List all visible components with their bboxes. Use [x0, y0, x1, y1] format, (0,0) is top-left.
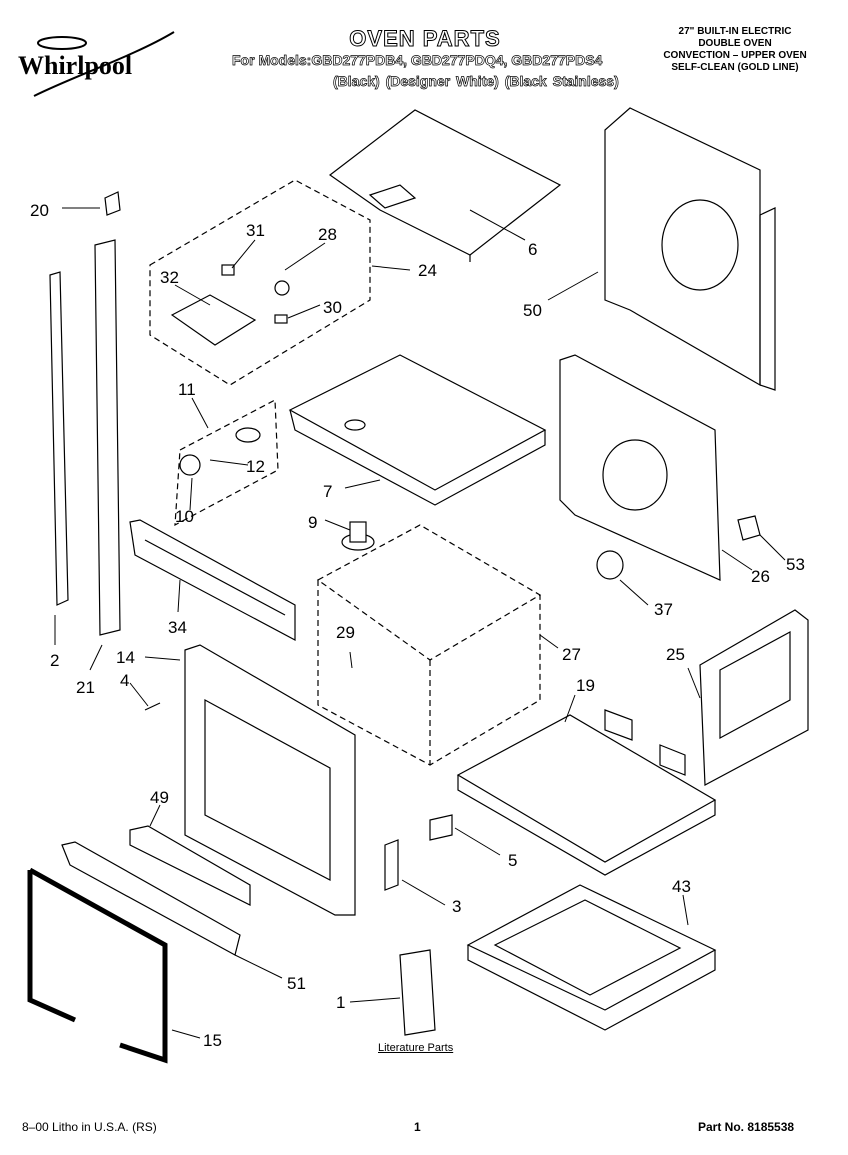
callout-9: 9	[308, 513, 317, 532]
callout-30: 30	[323, 298, 342, 317]
callout-19: 19	[576, 676, 595, 695]
model-list: For Models:GBD277PDB4, GBD277PDQ4, GBD27…	[232, 52, 603, 69]
part-6-top-panel[interactable]	[328, 109, 562, 262]
page-number: 1	[414, 1120, 421, 1134]
callout-25: 25	[666, 645, 685, 664]
page-title: OVEN PARTS	[349, 26, 501, 52]
part-34-vent-strip[interactable]	[129, 519, 296, 641]
callout-53: 53	[786, 555, 805, 574]
callout-49: 49	[150, 788, 169, 807]
leader-lines	[54, 207, 786, 1039]
callout-31: 31	[246, 221, 265, 240]
part-number: Part No. 8185538	[698, 1120, 795, 1134]
part-11-switch-group[interactable]	[174, 399, 279, 527]
part-20-button[interactable]	[104, 191, 121, 216]
callout-labels: 20 31 28 24 6 50 32 30 11 12 7 10 9 53 2…	[30, 201, 805, 1050]
part-51-trim-strip[interactable]	[61, 841, 241, 956]
part-25-side-panel[interactable]	[699, 609, 809, 786]
callout-32: 32	[160, 268, 179, 287]
callout-20: 20	[30, 201, 49, 220]
part-5-bracket[interactable]	[429, 814, 453, 841]
part-49-bracket[interactable]	[129, 825, 251, 906]
callout-43: 43	[672, 877, 691, 896]
part-14-front-frame[interactable]	[184, 644, 356, 916]
callout-29: 29	[336, 623, 355, 642]
logo-wordmark: Whirlpool	[18, 51, 132, 80]
part-21-side-trim[interactable]	[94, 239, 121, 636]
callout-11: 11	[178, 380, 196, 399]
part-4-screw[interactable]	[144, 702, 161, 711]
part-3-bracket[interactable]	[384, 839, 399, 891]
desc-line: DOUBLE OVEN	[698, 38, 772, 49]
callout-34: 34	[168, 618, 187, 637]
part-1-literature[interactable]	[399, 949, 436, 1036]
callout-3: 3	[452, 897, 461, 916]
callout-2: 2	[50, 651, 59, 670]
callout-4: 4	[120, 671, 129, 690]
part-15-gasket[interactable]	[27, 867, 168, 1064]
model-variants: (Black) (Designer White) (Black Stainles…	[333, 73, 619, 90]
callout-12: 12	[246, 457, 265, 476]
part-19-bottom-panel[interactable]	[456, 709, 717, 876]
callout-24: 24	[418, 261, 437, 280]
part-9-fan-motor[interactable]	[341, 521, 375, 551]
part-53-bracket[interactable]	[737, 515, 761, 541]
callout-28: 28	[318, 225, 337, 244]
callout-37: 37	[654, 600, 673, 619]
callout-15: 15	[203, 1031, 222, 1050]
part-50-rear-wall[interactable]	[604, 107, 776, 391]
part-43-lower-panel[interactable]	[466, 884, 717, 1031]
desc-line: CONVECTION – UPPER OVEN	[663, 50, 807, 61]
callout-10: 10	[175, 507, 194, 526]
callout-26: 26	[751, 567, 770, 586]
callout-5: 5	[508, 851, 517, 870]
callout-27: 27	[562, 645, 581, 664]
callout-1: 1	[336, 993, 345, 1012]
callout-21: 21	[76, 678, 95, 697]
callout-51: 51	[287, 974, 306, 993]
callout-7: 7	[323, 482, 332, 501]
part-26-back-frame[interactable]	[559, 354, 721, 581]
literature-parts-label: Literature Parts	[378, 1042, 454, 1054]
footer-print-info: 8–00 Litho in U.S.A. (RS)	[22, 1120, 157, 1134]
callout-14: 14	[116, 648, 135, 667]
whirlpool-logo: Whirlpool	[14, 26, 184, 106]
callout-50: 50	[523, 301, 542, 320]
callout-6: 6	[528, 240, 537, 259]
desc-line: SELF-CLEAN (GOLD LINE)	[671, 62, 799, 73]
desc-line: 27" BUILT-IN ELECTRIC	[678, 26, 792, 37]
part-2-side-trim[interactable]	[49, 271, 69, 606]
part-24-control-assembly[interactable]	[149, 179, 371, 386]
part-7-cover-plate[interactable]	[288, 354, 547, 506]
appliance-description: 27" BUILT-IN ELECTRIC DOUBLE OVEN CONVEC…	[640, 26, 830, 74]
part-27-oven-liner[interactable]	[316, 524, 542, 766]
